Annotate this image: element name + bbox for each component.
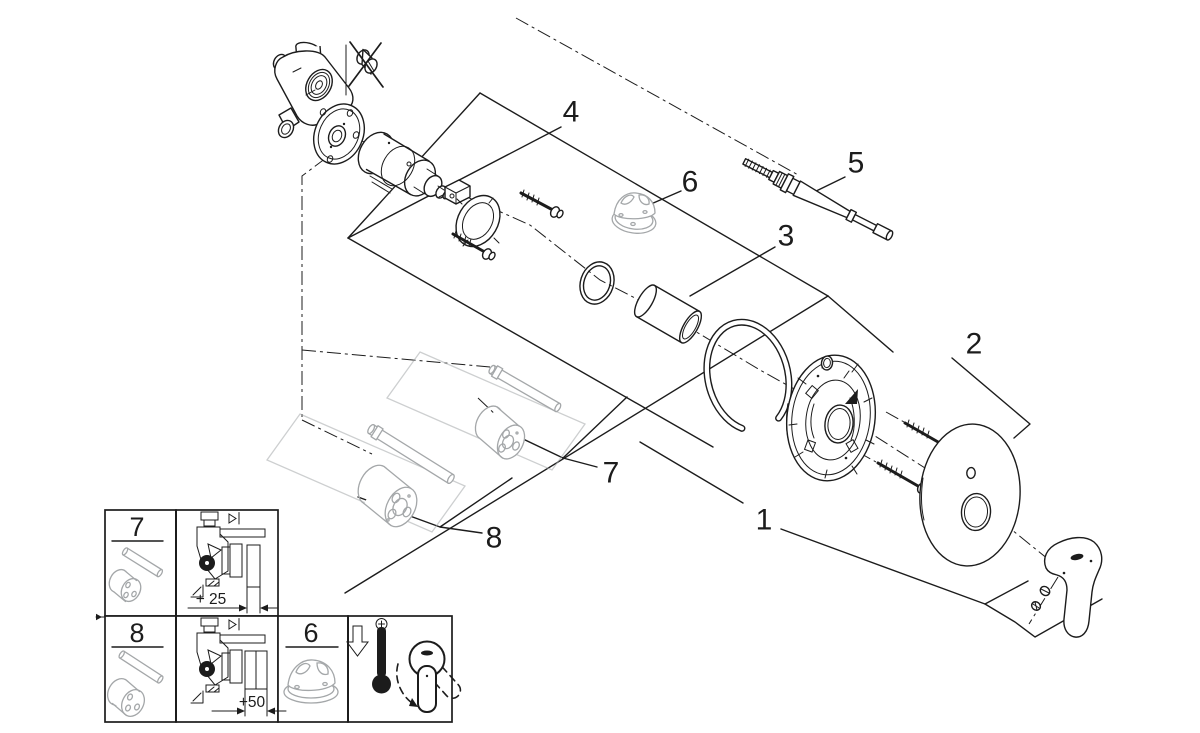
callout-6: 6 xyxy=(682,166,699,199)
cap-thumbnail xyxy=(283,659,339,704)
callout-3: 3 xyxy=(778,220,795,253)
inset-ref-7: 7 xyxy=(129,512,144,542)
inset-dimension-50: +50 xyxy=(239,694,266,711)
callout-2: 2 xyxy=(966,328,983,361)
rough-in-valve-body xyxy=(272,41,365,165)
callout-4: 4 xyxy=(563,96,580,129)
crossed-plug-icon xyxy=(345,41,384,96)
sleeve-part-3 xyxy=(633,284,703,344)
fixing-screw xyxy=(519,189,564,219)
inset-table: 7 + 25 8 xyxy=(95,509,462,723)
callout-7: 7 xyxy=(603,457,620,490)
retaining-ring xyxy=(703,318,793,432)
extension-set-8 xyxy=(266,413,466,533)
mounting-plate xyxy=(785,354,877,482)
callout-1: 1 xyxy=(756,504,773,537)
lever-handle xyxy=(1030,536,1103,638)
callouts: 1 2 3 4 5 6 7 8 xyxy=(486,96,983,555)
extension-set-7 xyxy=(386,351,586,471)
down-arrow-icon xyxy=(346,625,369,657)
fixing-screw xyxy=(451,230,496,261)
handle-rotation-icon xyxy=(396,640,462,713)
inset-ref-6: 6 xyxy=(303,618,318,648)
escutcheon-plate xyxy=(919,423,1021,567)
callout-8: 8 xyxy=(486,522,503,555)
callout-5: 5 xyxy=(848,147,865,180)
spindle-part-5 xyxy=(742,158,894,241)
inset-ref-8: 8 xyxy=(129,618,144,648)
thermometer-icon xyxy=(372,618,391,694)
o-ring xyxy=(579,261,615,305)
inset-dimension-25: + 25 xyxy=(196,591,227,608)
cap-part-6 xyxy=(611,192,657,234)
cartridge-assembly xyxy=(357,131,564,261)
construction-lines xyxy=(301,17,1103,638)
